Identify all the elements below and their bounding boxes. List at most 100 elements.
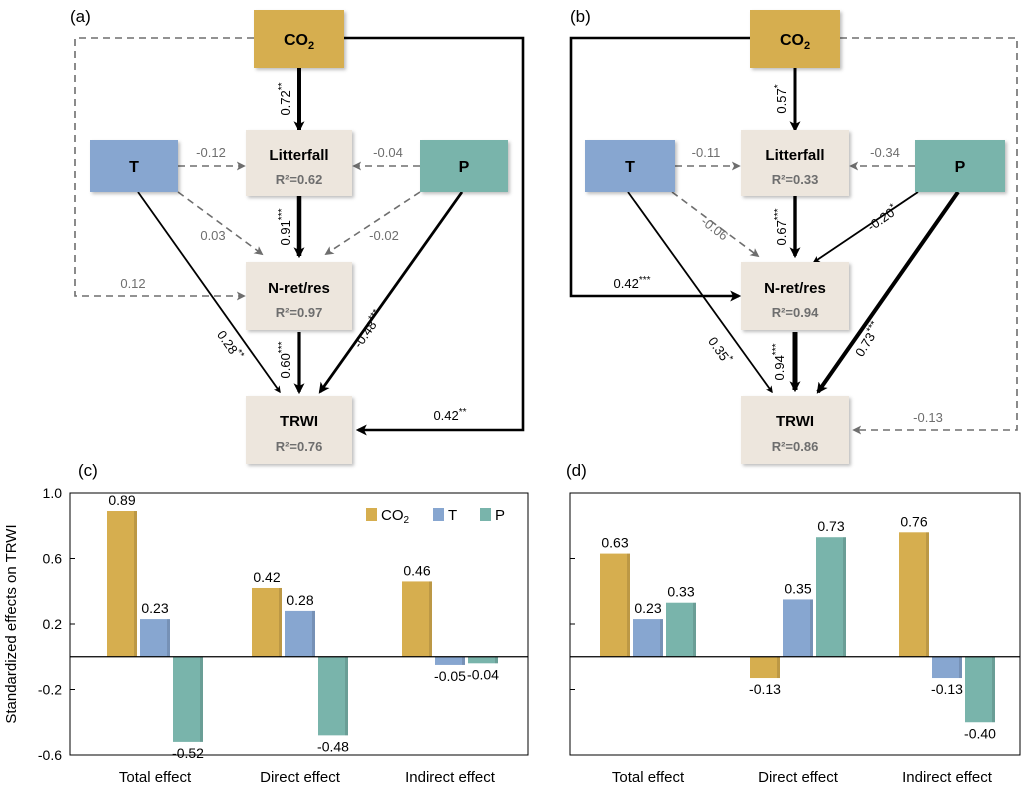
legend-label-p: P (495, 507, 505, 524)
y-axis-title: Standardized effects on TRWI (3, 524, 20, 723)
bar-value-label: 0.89 (108, 492, 135, 508)
coef-co2-nret-a: 0.12 (120, 276, 145, 291)
coef-t-nret-a: 0.03 (200, 228, 225, 243)
path-t-trwi-a (137, 191, 281, 394)
bar-shade (279, 587, 282, 657)
bar-value-label: 0.73 (817, 518, 844, 534)
path-p-trwi-a (318, 191, 464, 394)
panel-b: (b) 0.57* -0.11 -0.34 0.67*** -0.06 -0.2… (569, 7, 1018, 464)
coef-litter-nret-b: 0.67*** (773, 208, 789, 245)
bar-co2-d (899, 532, 929, 657)
panel-b-paths (569, 36, 1018, 435)
bar-shade (992, 656, 995, 723)
node-p-b (915, 140, 1005, 192)
coef-litter-nret-a: 0.91*** (277, 208, 293, 245)
coef-p-litter-a: -0.04 (373, 145, 403, 160)
node-litter-b-r2: R²=0.33 (772, 172, 819, 187)
bar-value-label: 0.63 (601, 535, 628, 551)
legend-swatch-co2 (366, 508, 377, 521)
node-trwi-a-r2: R²=0.76 (276, 439, 323, 454)
coef-co2-litter-b: 0.57* (773, 84, 789, 113)
panel-a-paths (74, 36, 525, 436)
bar-t-c (140, 619, 170, 657)
coef-p-nret-a: -0.02 (369, 228, 399, 243)
bar-value-label: 0.23 (141, 600, 168, 616)
bar-shade (312, 610, 315, 657)
bar-shade (843, 537, 846, 657)
bar-t-d (633, 619, 663, 657)
coef-p-trwi-a: -0.48*** (349, 308, 386, 351)
node-nret-a-r2: R²=0.97 (276, 305, 323, 320)
node-trwi-a (246, 396, 352, 464)
node-nret-a (246, 262, 352, 330)
node-nret-b-r2: R²=0.94 (772, 305, 819, 320)
path-co2-trwi-a (344, 36, 525, 436)
coef-co2-trwi-b: -0.13 (913, 410, 943, 425)
coef-t-trwi-a: 0.28** (214, 327, 246, 363)
bars-c: 0.890.23-0.520.420.28-0.480.46-0.05-0.04 (107, 492, 499, 761)
node-co2-a-label: CO2 (284, 32, 314, 52)
x-category-label: Direct effect (758, 769, 839, 786)
path-co2-nret-b (569, 36, 750, 302)
node-litter-a-r2: R²=0.62 (276, 172, 323, 187)
bar-t-d (932, 656, 962, 679)
node-nret-b (741, 262, 849, 330)
node-litter-a (246, 130, 352, 196)
bar-co2-c (107, 511, 137, 657)
bar-value-label: 0.35 (784, 580, 811, 596)
bar-shade (660, 619, 663, 657)
node-litter-b (741, 130, 849, 196)
path-t-nret-b (671, 191, 760, 258)
panel-a-label: (a) (70, 7, 91, 26)
node-trwi-b-label: TRWI (776, 413, 814, 430)
node-p-a (420, 140, 508, 192)
bar-p-d (816, 537, 846, 657)
bar-value-label: -0.48 (317, 738, 349, 754)
node-co2-a (254, 10, 344, 68)
x-category-label: Direct effect (260, 769, 341, 786)
path-t-trwi-b (627, 191, 773, 394)
node-co2-b-label: CO2 (780, 32, 810, 52)
y-tick-label: -0.6 (38, 747, 62, 763)
bar-value-label: 0.42 (253, 569, 280, 585)
node-nret-b-label: N-ret/res (764, 280, 826, 297)
y-tick-label: 0.6 (43, 551, 63, 567)
node-p-a-label: P (459, 159, 470, 176)
node-trwi-b-r2: R²=0.86 (772, 439, 819, 454)
path-co2-nret-a (74, 37, 254, 301)
coef-co2-nret-b: 0.42*** (614, 275, 651, 291)
bar-shade (959, 656, 962, 679)
bar-value-label: -0.13 (749, 681, 781, 697)
bar-shade (429, 581, 432, 657)
coef-t-litter-a: -0.12 (196, 145, 226, 160)
node-nret-a-label: N-ret/res (268, 280, 330, 297)
bar-p-c (318, 656, 348, 736)
coef-t-trwi-b: 0.35* (705, 334, 735, 367)
bar-t-d (783, 599, 813, 657)
path-p-trwi-b (816, 190, 960, 394)
bar-value-label: 0.28 (286, 592, 313, 608)
bar-value-label: 0.46 (403, 562, 430, 578)
panel-a-nodes: CO2 T P Litterfall R²=0.62 N-ret/res R²=… (90, 10, 508, 464)
y-tick-label: -0.2 (38, 682, 62, 698)
coef-nret-trwi-a: 0.60*** (277, 341, 293, 378)
path-p-nret-b (812, 191, 919, 263)
coef-nret-trwi-b: 0.94*** (771, 343, 787, 380)
node-litter-a-label: Litterfall (269, 147, 328, 164)
bar-shade (926, 532, 929, 657)
panel-d-label: (d) (566, 461, 587, 480)
bar-shade (693, 602, 696, 657)
legend-label-co2: CO2 (381, 507, 410, 526)
bar-shade (495, 656, 498, 664)
y-tick-label: 0.2 (43, 616, 63, 632)
bar-shade (462, 656, 465, 665)
bar-value-label: -0.52 (172, 745, 204, 761)
panel-a: (a) 0.72** -0.12 -0.04 0.91*** 0.03 -0.0… (70, 7, 525, 464)
node-litter-b-label: Litterfall (765, 147, 824, 164)
node-t-b-label: T (625, 159, 635, 176)
bar-shade (200, 656, 203, 742)
legend-label-t: T (448, 507, 457, 524)
x-category-label: Total effect (119, 769, 192, 786)
